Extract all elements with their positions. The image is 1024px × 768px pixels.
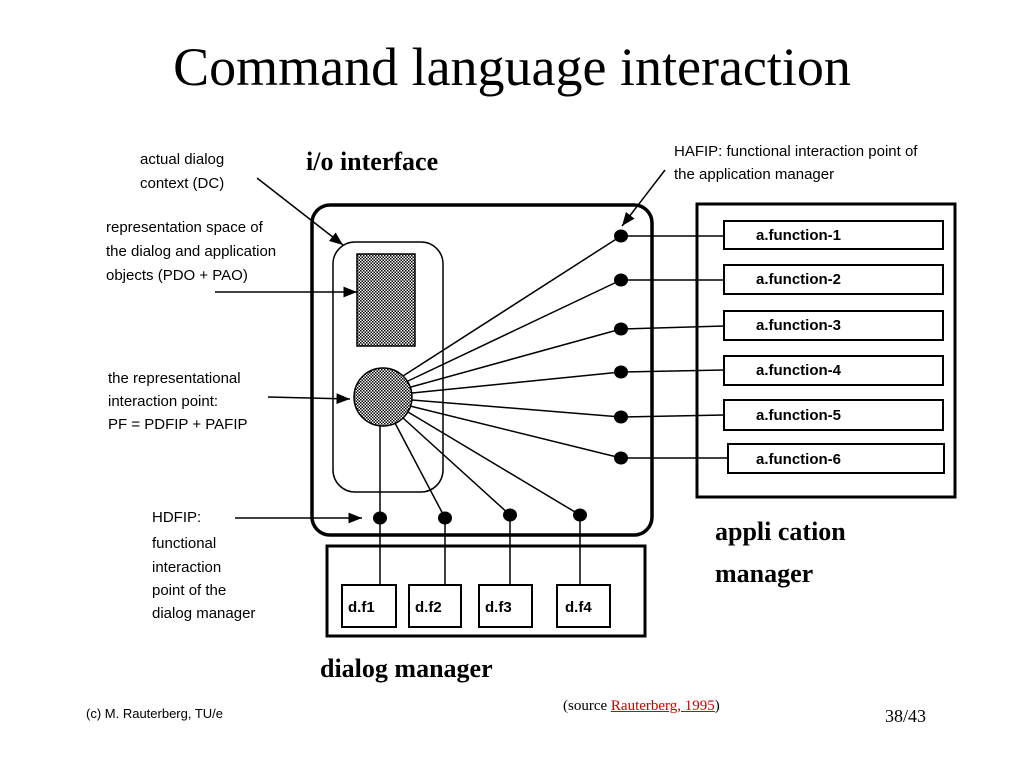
dialog-function-2: d.f2 [408, 584, 462, 628]
pf-label: the representational interaction point: … [108, 370, 248, 433]
application-connectors [620, 235, 728, 459]
hdfip-label-line1: HDFIP: [152, 509, 201, 526]
source-citation: (source Rauterberg, 1995) [563, 698, 720, 715]
callout-arrows [215, 169, 666, 524]
pf-label-line1: the representational [108, 370, 241, 387]
dc-label-line1: actual dialog [140, 151, 224, 168]
app-function-6: a.function-6 [727, 443, 945, 474]
app-function-2-label: a.function-2 [756, 271, 841, 288]
representational-interaction-point [353, 367, 413, 427]
hafip-label: HAFIP: functional interaction point of t… [674, 143, 918, 183]
app-function-5-label: a.function-5 [756, 407, 841, 424]
dialog-rays [379, 411, 581, 519]
representation-space [356, 253, 416, 347]
app-function-3-label: a.function-3 [756, 317, 841, 334]
hafip-label-line1: HAFIP: functional interaction point of [674, 143, 918, 160]
pdo-label-line3: objects (PDO + PAO) [106, 267, 248, 284]
io-interface-box [310, 203, 654, 537]
hdfip-label-line3: interaction [152, 559, 221, 576]
app-function-5: a.function-5 [723, 399, 944, 431]
dialog-connectors [379, 515, 581, 585]
app-function-6-label: a.function-6 [756, 451, 841, 468]
dialog-function-4: d.f4 [556, 584, 611, 628]
hdfip-label-line2: functional [152, 535, 216, 552]
app-function-2: a.function-2 [723, 264, 944, 295]
pdo-label-line1: representation space of [106, 219, 264, 236]
hdfip-points [373, 508, 587, 525]
pdo-label: representation space of the dialog and a… [106, 219, 276, 284]
hafip-points [614, 229, 628, 465]
dialog-context-region [332, 241, 444, 493]
dialog-manager-label: dialog manager [320, 654, 493, 683]
source-suffix: ) [714, 698, 720, 714]
dc-arrow [256, 177, 344, 246]
pf-arrow [267, 393, 351, 405]
dialog-function-1: d.f1 [341, 584, 397, 628]
dialog-function-3: d.f3 [478, 584, 533, 628]
application-manager-label-line1: appli cation [715, 517, 846, 546]
hafip-label-line2: the application manager [674, 166, 834, 183]
application-rays [402, 235, 622, 459]
slide-title: Command language interaction [173, 37, 851, 97]
pf-label-line2: interaction point: [108, 393, 218, 410]
dialog-function-4-label: d.f4 [565, 599, 592, 616]
app-function-1-label: a.function-1 [756, 227, 841, 244]
hafip-arrow [621, 169, 666, 227]
dialog-manager-box [325, 544, 647, 638]
page-number: 38/43 [885, 706, 927, 726]
dialog-function-3-label: d.f3 [485, 599, 512, 616]
hdfip-label-line4: point of the [152, 582, 226, 599]
source-link[interactable]: Rauterberg, 1995 [610, 698, 715, 714]
hdfip-label: HDFIP: functional interaction point of t… [152, 509, 255, 622]
pf-label-line3: PF = PDFIP + PAFIP [108, 416, 248, 433]
io-interface-label: i/o interface [306, 147, 438, 176]
app-function-4-label: a.function-4 [756, 362, 842, 379]
application-manager-label-line2: manager [715, 559, 813, 588]
dialog-function-2-label: d.f2 [415, 599, 442, 616]
app-function-4: a.function-4 [723, 355, 944, 386]
hdfip-label-line5: dialog manager [152, 605, 255, 622]
dc-label-line2: context (DC) [140, 175, 224, 192]
copyright-footer: (c) M. Rauterberg, TU/e [86, 706, 224, 721]
pdo-label-line2: the dialog and application [106, 243, 276, 260]
application-manager-box [695, 202, 957, 499]
dc-label: actual dialog context (DC) [140, 151, 224, 192]
app-function-3: a.function-3 [723, 310, 944, 341]
app-function-1: a.function-1 [723, 220, 944, 250]
dialog-function-1-label: d.f1 [348, 599, 375, 616]
source-prefix: (source [563, 698, 611, 714]
